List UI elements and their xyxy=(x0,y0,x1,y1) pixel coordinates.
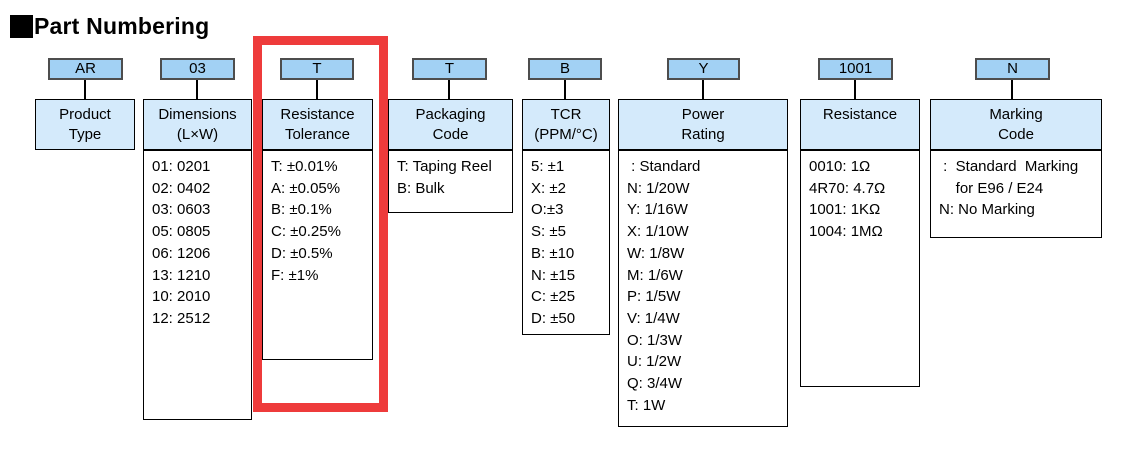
code-box-dimensions: 03 xyxy=(160,58,235,80)
list-item: 02: 0402 xyxy=(152,179,211,197)
highlight-rectangle xyxy=(253,36,388,412)
list-item: 10: 2010 xyxy=(152,288,211,306)
header-resistance: Resistance xyxy=(800,99,920,150)
list-item: 13: 1210 xyxy=(152,266,211,284)
list-item: B: Bulk xyxy=(397,179,445,197)
list-item: B: ±10 xyxy=(531,244,575,262)
code-box-power-rating: Y xyxy=(667,58,740,80)
list-tcr: 5: ±1 X: ±2 O:±3 S: ±5 B: ±10 N: ±15 C: ±25 D: … xyxy=(522,150,610,335)
list-item: : Standard Marking for E96 / E24 xyxy=(943,158,1079,197)
connector-line xyxy=(702,80,704,99)
code-box-tcr: B xyxy=(528,58,602,80)
list-item: D: ±50 xyxy=(531,309,576,327)
list-item: 03: 0603 xyxy=(152,201,211,219)
list-marking-code: : Standard Marking for E96 / E24 N: No Ma… xyxy=(930,150,1102,238)
header-resistance-tolerance: Resistance Tolerance xyxy=(262,99,373,150)
list-item: 06: 1206 xyxy=(152,244,211,262)
list-item: N: ±15 xyxy=(531,266,576,284)
list-item: V: 1/4W xyxy=(627,309,680,327)
list-item: O: 1/3W xyxy=(627,331,683,349)
list-item: U: 1/2W xyxy=(627,353,682,371)
list-resistance: 0010: 1Ω 4R70: 4.7Ω 1001: 1KΩ 1004: 1MΩ xyxy=(800,150,920,387)
list-item: T: Taping Reel xyxy=(397,158,492,175)
list-item: Q: 3/4W xyxy=(627,375,683,393)
header-marking-code: Marking Code xyxy=(930,99,1102,150)
connector-line xyxy=(1011,80,1013,99)
code-box-packaging-code: T xyxy=(412,58,487,80)
header-power-rating: Power Rating xyxy=(618,99,788,150)
list-item: 1001: 1KΩ xyxy=(809,201,881,219)
list-resistance-tolerance: T: ±0.01% A: ±0.05% B: ±0.1% C: ±0.25% D: ±0… xyxy=(262,150,373,360)
list-item: X: ±2 xyxy=(531,179,566,197)
section-title: Part Numbering xyxy=(10,13,209,40)
list-item: D: ±0.5% xyxy=(271,244,333,262)
list-packaging-code: T: Taping Reel B: Bulk xyxy=(388,150,513,213)
list-power-rating: : Standard N: 1/20W Y: 1/16W X: 1/10W W: 1/8… xyxy=(618,150,788,427)
connector-line xyxy=(84,80,86,99)
list-item: T: ±0.01% xyxy=(271,158,338,175)
header-product-type: Product Type xyxy=(35,99,135,150)
list-item: Y: 1/16W xyxy=(627,201,688,219)
list-item: C: ±25 xyxy=(531,288,576,306)
list-item: X: 1/10W xyxy=(627,223,689,241)
list-item: 0010: 1Ω xyxy=(809,158,871,175)
connector-line xyxy=(316,80,318,99)
header-tcr: TCR (PPM/°C) xyxy=(522,99,610,150)
section-title-text: Part Numbering xyxy=(34,13,210,39)
connector-line xyxy=(448,80,450,99)
list-item: O:±3 xyxy=(531,201,564,219)
code-box-product-type: AR xyxy=(48,58,123,80)
header-dimensions: Dimensions (L×W) xyxy=(143,99,252,150)
list-item: F: ±1% xyxy=(271,266,319,284)
list-item: 01: 0201 xyxy=(152,158,211,175)
list-item: 4R70: 4.7Ω xyxy=(809,179,886,197)
list-item: P: 1/5W xyxy=(627,288,681,306)
list-item: M: 1/6W xyxy=(627,266,683,284)
black-square-bullet-icon xyxy=(10,15,33,38)
list-item: B: ±0.1% xyxy=(271,201,332,219)
connector-line xyxy=(196,80,198,99)
list-item: N: 1/20W xyxy=(627,179,690,197)
list-item: N: No Marking xyxy=(939,201,1035,219)
list-item: W: 1/8W xyxy=(627,244,685,262)
list-item: 5: ±1 xyxy=(531,158,565,175)
list-item: : Standard xyxy=(627,158,701,175)
code-box-resistance-tolerance: T xyxy=(280,58,354,80)
list-item: C: ±0.25% xyxy=(271,223,341,241)
connector-line xyxy=(564,80,566,99)
list-item: T: 1W xyxy=(627,396,666,414)
connector-line xyxy=(854,80,856,99)
list-item: A: ±0.05% xyxy=(271,179,341,197)
code-box-marking-code: N xyxy=(975,58,1050,80)
list-item: S: ±5 xyxy=(531,223,566,241)
list-item: 1004: 1MΩ xyxy=(809,223,883,241)
list-item: 12: 2512 xyxy=(152,309,211,327)
code-box-resistance: 1001 xyxy=(818,58,893,80)
list-item: 05: 0805 xyxy=(152,223,211,241)
header-packaging-code: Packaging Code xyxy=(388,99,513,150)
list-dimensions: 01: 0201 02: 0402 03: 0603 05: 0805 06: 1206… xyxy=(143,150,252,420)
